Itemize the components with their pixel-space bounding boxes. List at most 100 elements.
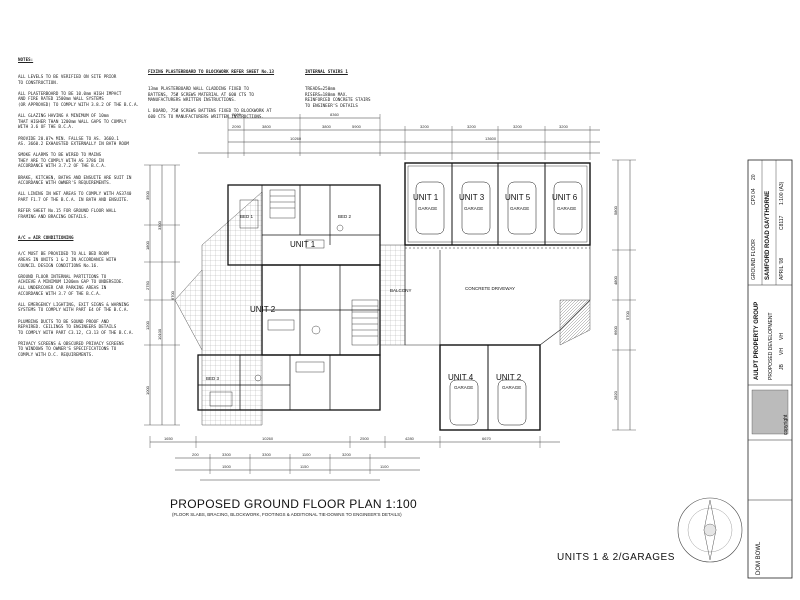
north-point <box>677 497 743 563</box>
dim-right-1: 4800 <box>613 276 618 285</box>
dim-top1-1: 8360 <box>330 112 339 117</box>
dim-bottom2-4: 3200 <box>342 452 351 457</box>
garage-label-1: GARAGE <box>418 206 438 211</box>
stairs-text: TREADS=250mm RISERS=180mm MAX. REINFORCE… <box>305 85 371 108</box>
plasterboard-notes: FIXING PLASTERBOARD TO BLOCKWORK REFER S… <box>148 58 274 131</box>
dim-top2-0: 2090 <box>232 124 241 129</box>
tb-job-no: C8117 <box>779 215 785 230</box>
dim-bottom2-5: 1500 <box>222 464 231 469</box>
general-notes: NOTES: ALL LEVELS TO BE VERIFIED ON SITE… <box>18 46 139 369</box>
unit-1-main-label: UNIT 1 <box>290 240 316 249</box>
tb-firm: DOM BOWL <box>756 541 762 575</box>
notes-heading: NOTES: <box>18 57 34 63</box>
garage-label-5: GARAGE <box>510 206 530 211</box>
garage-label-4: GARAGE <box>454 385 474 390</box>
tb-sheet: CP3 04 <box>751 188 757 205</box>
hatched-retaining-wall <box>559 299 591 346</box>
title-block-frame <box>747 159 793 579</box>
paving-area-wedge <box>174 269 203 351</box>
tb-scale: 1:100 (A3) <box>779 181 785 205</box>
dim-bottom2-6: 1150 <box>300 464 309 469</box>
dim-right-4: 5700 <box>625 311 630 320</box>
unit-6-garage-label: UNIT 6 <box>552 193 578 202</box>
dim-bottom2-1: 3300 <box>222 452 231 457</box>
bed-2-label: BED 2 <box>338 214 352 219</box>
dim-top2-2: 3800 <box>322 124 331 129</box>
right-dimension-lines <box>612 159 636 431</box>
dim-right-0: 5800 <box>613 206 618 215</box>
paving-area-left <box>201 191 263 426</box>
bottom-garages <box>439 344 541 431</box>
dim-left-5: 3300 <box>157 221 162 230</box>
dim-top2-3: 5900 <box>352 124 361 129</box>
dim-bottom2-3: 1100 <box>302 452 311 457</box>
dim-top2-4: 3200 <box>420 124 429 129</box>
dim-left-3: 1200 <box>145 321 150 330</box>
unit-2-garage-label: UNIT 2 <box>496 373 522 382</box>
dim-bottom2-0: 200 <box>192 452 199 457</box>
garage-label-3: GARAGE <box>464 206 484 211</box>
unit-4-garage-label: UNIT 4 <box>448 373 474 382</box>
bottom-dimension-lines <box>149 436 560 481</box>
notes-text: ALL LEVELS TO BE VERIFIED ON SITE PRIOR … <box>18 73 140 219</box>
dim-right-2: 6600 <box>613 326 618 335</box>
dim-bottom1-0: 1650 <box>164 436 173 441</box>
dim-left-7: 6700 <box>170 291 175 300</box>
dim-bottom1-1: 10260 <box>262 436 274 441</box>
unit-5-garage-label: UNIT 5 <box>505 193 531 202</box>
ac-heading: A/C = AIR CONDITIONING <box>18 234 74 240</box>
dim-top3-1: 13600 <box>485 136 497 141</box>
tb-total: 20 <box>751 174 757 180</box>
dim-left-4: 1000 <box>145 386 150 395</box>
plasterboard-text: 13mm PLASTERBOARD WALL CLADDING FIXED TO… <box>148 85 272 119</box>
dim-right-3: 2820 <box>613 391 618 400</box>
dim-top3-0: 10260 <box>290 136 302 141</box>
bed-3-label: BED 3 <box>206 376 220 381</box>
dim-bottom2-7: 1100 <box>380 464 389 469</box>
dim-top2-7: 3200 <box>559 124 568 129</box>
dim-left-1: 1800 <box>145 241 150 250</box>
dim-bottom1-3: 4280 <box>405 436 414 441</box>
dim-left-6: 10100 <box>157 328 162 340</box>
bed-1-label: BED 1 <box>240 214 254 219</box>
top-garages <box>404 162 591 246</box>
tb-date: APRIL '08 <box>779 257 785 280</box>
residential-block <box>197 184 381 411</box>
tb-description: PROPOSED DEVELOPMENT <box>768 312 774 380</box>
garage-label-2: GARAGE <box>502 385 522 390</box>
tb-rev: JB <box>779 364 785 370</box>
unit-1-garage-label: UNIT 1 <box>413 193 439 202</box>
left-dimension-lines <box>144 164 180 426</box>
top-dimension-lines <box>198 114 600 160</box>
tb-address: SAMFORD ROAD GAYTHORNE <box>765 190 771 280</box>
driveway-label: CONCRETE DRIVEWAY <box>465 286 516 291</box>
unit-3-garage-label: UNIT 3 <box>459 193 485 202</box>
dim-top2-6: 3200 <box>513 124 522 129</box>
stairs-notes: INTERNAL STAIRS 1 TREADS=250mm RISERS=18… <box>305 58 371 120</box>
dim-top1-0: 2000 <box>232 112 241 117</box>
tb-company: AULPT PROPERTY GROUP <box>754 301 760 380</box>
ac-text: A/C MUST BE PROVIDED TO ALL BED ROOM ARE… <box>18 251 134 358</box>
paving-strip <box>379 244 406 346</box>
dim-top2-1: 3800 <box>262 124 271 129</box>
tb-copyright: copyright <box>783 414 789 435</box>
firm-logo-panel <box>751 389 789 435</box>
stairs-heading: INTERNAL STAIRS 1 <box>305 69 348 75</box>
plan-subtitle: (FLOOR SLABS, BRACING, BLOCKWORK, FOOTIN… <box>172 512 402 517</box>
dim-left-2: 2750 <box>145 281 150 290</box>
tb-checked: VH <box>779 348 785 355</box>
dim-bottom2-2: 3300 <box>262 452 271 457</box>
dim-top2-5: 3200 <box>467 124 476 129</box>
garage-label-6: GARAGE <box>557 206 577 211</box>
tb-drawn: VH <box>779 333 785 340</box>
dim-bottom1-2: 2500 <box>360 436 369 441</box>
balcony-label: BALCONY <box>390 288 412 293</box>
unit-2-main-label: UNIT 2 <box>250 305 276 314</box>
tb-project-label: GROUND FLOOR <box>751 239 757 280</box>
dim-bottom1-4: 6670 <box>482 436 491 441</box>
plan-title: PROPOSED GROUND FLOOR PLAN 1:100 <box>170 497 417 511</box>
lower-unit-outline <box>197 354 381 411</box>
dim-left-0: 3500 <box>145 191 150 200</box>
